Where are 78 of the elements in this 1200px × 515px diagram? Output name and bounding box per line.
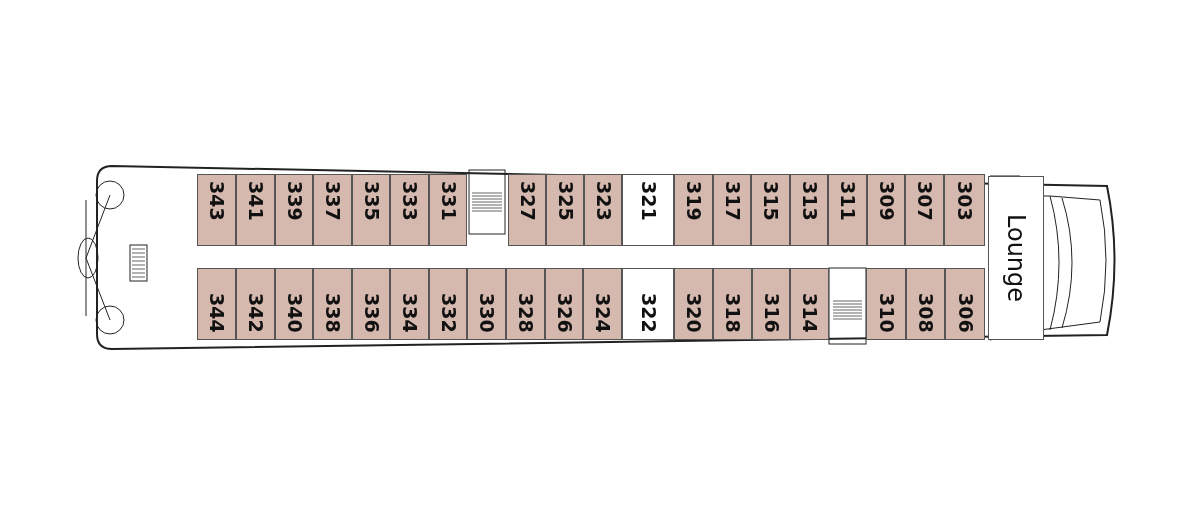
cabin-box xyxy=(275,174,313,246)
cabin-number: 342 xyxy=(246,293,265,333)
cabin-box xyxy=(197,174,236,246)
cabin-box xyxy=(546,174,584,246)
cabin-number: 321 xyxy=(638,181,658,221)
cabin-number: 314 xyxy=(800,293,819,333)
cabin-number: 325 xyxy=(555,181,575,221)
cabin-box xyxy=(508,174,546,246)
cabin-number: 330 xyxy=(477,293,496,333)
cabin-number: 338 xyxy=(323,293,342,333)
cabin-number: 334 xyxy=(400,293,419,333)
cabin-box xyxy=(545,268,583,340)
cabin-box xyxy=(390,174,429,246)
room-name: Lounge xyxy=(1004,213,1028,303)
cabin-number: 331 xyxy=(438,181,458,221)
lounge-area xyxy=(988,176,1044,340)
cabin-number: 311 xyxy=(838,181,857,221)
cabin-number: 320 xyxy=(684,293,703,333)
cabin-box xyxy=(429,268,467,340)
cabin-number: 316 xyxy=(761,293,781,333)
cabin-box xyxy=(828,174,867,246)
cabin-number: 309 xyxy=(876,181,896,221)
cabin-box xyxy=(467,268,506,340)
cabin-number: 339 xyxy=(284,181,304,221)
cabin-number: 315 xyxy=(761,181,780,221)
cabin-number: 310 xyxy=(876,293,896,333)
cabin-box xyxy=(790,174,828,246)
cabin-number: 328 xyxy=(516,293,535,333)
cabin-box xyxy=(945,268,985,340)
cabin-number: 341 xyxy=(246,181,265,221)
cabin-number: 326 xyxy=(554,293,574,333)
cabin-number: 317 xyxy=(722,181,742,221)
cabin-box xyxy=(429,174,467,246)
cabin-number: 307 xyxy=(915,181,934,221)
cabin-box xyxy=(390,268,429,340)
cabin-number: 319 xyxy=(684,181,703,221)
cabin-number: 340 xyxy=(284,293,304,333)
room-box xyxy=(622,174,674,246)
cabin-box xyxy=(236,174,275,246)
cabin-box xyxy=(944,174,985,246)
cabin-box xyxy=(313,174,352,246)
cabin-box xyxy=(751,174,790,246)
cabin-box xyxy=(584,174,622,246)
cabin-number: 335 xyxy=(361,181,381,221)
cabin-box xyxy=(790,268,829,340)
cabin-box xyxy=(674,268,713,340)
room-box xyxy=(622,268,674,340)
cabin-number: 336 xyxy=(361,293,381,333)
cabin-number: 324 xyxy=(593,293,612,333)
cabin-box xyxy=(197,268,236,340)
cabin-number: 322 xyxy=(638,293,658,333)
cabin-box xyxy=(352,268,390,340)
cabin-number: 343 xyxy=(207,181,226,221)
cabin-box xyxy=(713,268,752,340)
cabin-box xyxy=(674,174,713,246)
cabin-number: 344 xyxy=(207,293,226,333)
cabin-number: 308 xyxy=(916,293,935,333)
cabin-box xyxy=(583,268,622,340)
cabin-number: 332 xyxy=(438,293,458,333)
cabin-box xyxy=(906,268,945,340)
cabin-number: 318 xyxy=(723,293,742,333)
cabin-number: 313 xyxy=(799,181,819,221)
cabin-box xyxy=(752,268,790,340)
cabin-box xyxy=(867,174,905,246)
cabin-number: 323 xyxy=(593,181,613,221)
cabin-box xyxy=(713,174,751,246)
cabin-box xyxy=(905,174,944,246)
cabin-box xyxy=(275,268,313,340)
cabin-number: 337 xyxy=(323,181,342,221)
cabin-number: 327 xyxy=(517,181,537,221)
cabin-box xyxy=(866,268,906,340)
cabin-number: 333 xyxy=(400,181,419,221)
cabin-box xyxy=(352,174,390,246)
cabin-number: 303 xyxy=(955,181,974,221)
cabin-box xyxy=(506,268,545,340)
cabin-box xyxy=(236,268,275,340)
cabin-number: 306 xyxy=(955,293,975,333)
cabin-box xyxy=(313,268,352,340)
